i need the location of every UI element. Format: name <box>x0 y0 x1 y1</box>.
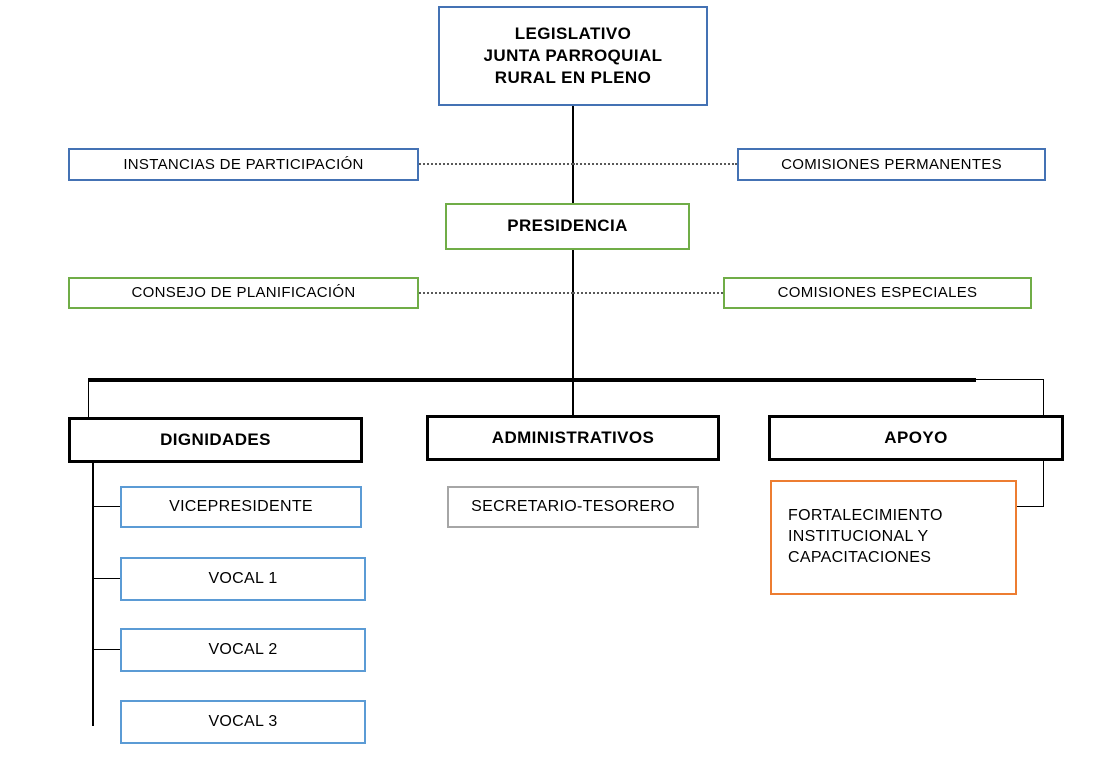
node-vocal-2[interactable]: VOCAL 2 <box>120 628 366 672</box>
node-administrativos-label: ADMINISTRATIVOS <box>491 427 655 447</box>
node-vocal-1-label: VOCAL 1 <box>208 569 278 587</box>
node-presidencia-label: PRESIDENCIA <box>507 216 628 236</box>
node-apoyo[interactable]: APOYO <box>768 415 1064 461</box>
connector-bus-drop-right <box>1043 379 1044 415</box>
node-consejo-de-planificacion[interactable]: CONSEJO DE PLANIFICACIÓN <box>68 277 419 309</box>
node-comisiones-permanentes[interactable]: COMISIONES PERMANENTES <box>737 148 1046 181</box>
node-presidencia[interactable]: PRESIDENCIA <box>445 203 690 250</box>
node-instancias-de-participacion-label: INSTANCIAS DE PARTICIPACIÓN <box>123 155 364 173</box>
node-consejo-de-planificacion-label: CONSEJO DE PLANIFICACIÓN <box>131 284 356 302</box>
node-vocal-3[interactable]: VOCAL 3 <box>120 700 366 744</box>
node-legislativo-label: LEGISLATIVO JUNTA PARROQUIAL RURAL EN PL… <box>483 23 663 88</box>
connector-stub-vicepresidente <box>92 506 121 507</box>
node-apoyo-label: APOYO <box>884 427 948 447</box>
connector-apoyo-trunk <box>1043 461 1044 507</box>
dotted-link-consejo-to-spine <box>419 292 573 294</box>
node-vocal-3-label: VOCAL 3 <box>208 712 278 730</box>
node-instancias-de-participacion[interactable]: INSTANCIAS DE PARTICIPACIÓN <box>68 148 419 181</box>
connector-presidencia-to-bus <box>572 250 574 381</box>
node-vicepresidente-label: VICEPRESIDENTE <box>169 497 313 515</box>
dotted-link-instancias-to-spine <box>419 163 573 165</box>
node-vicepresidente[interactable]: VICEPRESIDENTE <box>120 486 362 528</box>
connector-dignidades-trunk <box>92 463 94 726</box>
node-legislativo[interactable]: LEGISLATIVO JUNTA PARROQUIAL RURAL EN PL… <box>438 6 708 106</box>
connector-bus-drop-left <box>88 378 89 418</box>
node-comisiones-especiales-label: COMISIONES ESPECIALES <box>777 284 978 302</box>
node-dignidades[interactable]: DIGNIDADES <box>68 417 363 463</box>
connector-legislativo-to-presidencia <box>572 106 574 203</box>
node-comisiones-especiales[interactable]: COMISIONES ESPECIALES <box>723 277 1032 309</box>
node-administrativos[interactable]: ADMINISTRATIVOS <box>426 415 720 461</box>
node-fortalecimiento-institucional-label: FORTALECIMIENTO INSTITUCIONAL Y CAPACITA… <box>788 507 943 566</box>
connector-main-bus <box>88 378 976 382</box>
node-comisiones-permanentes-label: COMISIONES PERMANENTES <box>781 155 1002 173</box>
connector-stub-fortalecimiento <box>1016 506 1044 507</box>
connector-stub-vocal-1 <box>92 578 121 579</box>
dotted-link-spine-to-comisiones-permanentes <box>573 163 737 165</box>
node-dignidades-label: DIGNIDADES <box>160 429 271 449</box>
dotted-link-spine-to-comisiones-especiales <box>573 292 723 294</box>
node-vocal-2-label: VOCAL 2 <box>208 640 278 658</box>
node-secretario-tesorero[interactable]: SECRETARIO-TESORERO <box>447 486 699 528</box>
node-fortalecimiento-institucional[interactable]: FORTALECIMIENTO INSTITUCIONAL Y CAPACITA… <box>770 480 1017 595</box>
connector-bus-drop-center <box>572 378 574 415</box>
connector-stub-vocal-2 <box>92 649 121 650</box>
node-secretario-tesorero-label: SECRETARIO-TESORERO <box>471 497 675 515</box>
node-vocal-1[interactable]: VOCAL 1 <box>120 557 366 601</box>
connector-main-bus-extension <box>974 379 1044 380</box>
